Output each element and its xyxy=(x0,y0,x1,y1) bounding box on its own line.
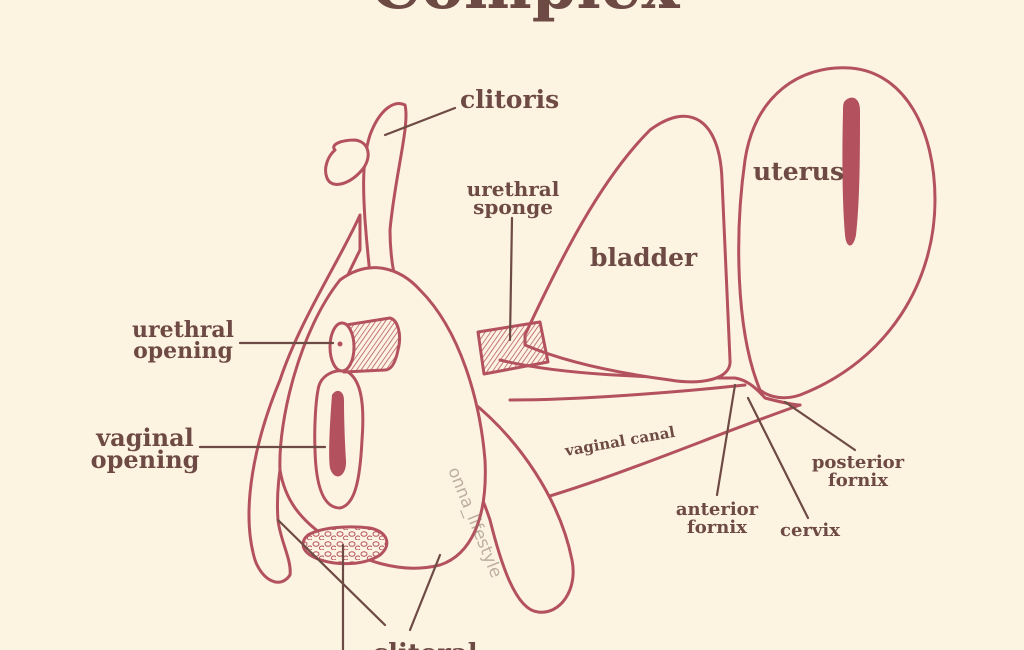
leader-cervix xyxy=(746,396,810,520)
leader-urethral-sponge xyxy=(508,216,514,342)
label-anterior-fornix-line2: fornix xyxy=(687,517,747,538)
label-clitoris: clitoris xyxy=(460,85,559,114)
label-cervix: cervix xyxy=(780,520,840,541)
label-urethral-opening-line1: urethral xyxy=(132,317,234,343)
label-vaginal-opening-line1: vaginal xyxy=(95,423,194,452)
label-vaginal-opening-line2: opening xyxy=(91,445,200,474)
leader-clitoris xyxy=(383,106,457,137)
label-posterior-fornix-line2: fornix xyxy=(828,470,888,491)
uterus-shape xyxy=(737,66,937,400)
leader-bottom-b xyxy=(276,518,387,627)
label-anterior-fornix-line1: anterior xyxy=(676,499,759,520)
label-uterus: uterus xyxy=(753,157,844,186)
vulva-shape xyxy=(278,266,487,570)
label-bladder: bladder xyxy=(590,243,698,272)
label-urethral-sponge-line2: sponge xyxy=(473,195,553,219)
urethral-sponge-shape xyxy=(476,320,550,376)
leader-posterior-fornix xyxy=(783,400,857,452)
diagram-title: Complex xyxy=(370,0,680,24)
label-posterior-fornix-line1: posterior xyxy=(812,452,905,473)
leader-lines xyxy=(198,106,857,650)
label-bottom-partial: clitoral xyxy=(372,639,477,650)
leader-anterior-fornix xyxy=(715,383,737,497)
label-vaginal-canal: vaginal canal xyxy=(563,423,677,460)
leader-bottom-c xyxy=(408,553,442,632)
bladder-shape xyxy=(523,114,732,384)
label-urethral-sponge-line1: urethral xyxy=(467,177,560,201)
label-urethral-opening-line2: opening xyxy=(133,338,233,364)
